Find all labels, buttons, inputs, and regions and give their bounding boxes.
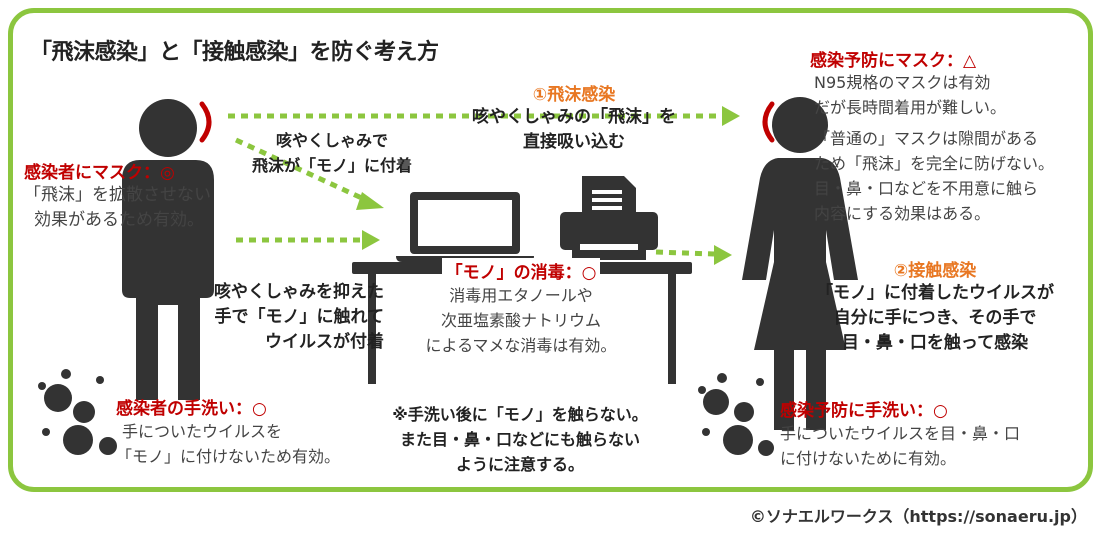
droplet-heading: ①飛沫感染 (532, 85, 616, 105)
infected-handwash-line-1: 手についたウイルスを (122, 422, 283, 441)
virus-droplets-icon (38, 369, 117, 455)
page-title: 「飛沫感染」と「接触感染」を防ぐ考え方 (30, 40, 439, 65)
object-disinfect-label: 「モノ」の消毒：○ 消毒用エタノールや 次亜塩素酸ナトリウム によるマメな消毒は… (396, 258, 646, 358)
prevent-mask-line-3: 「普通の」マスクは隙間がある (814, 129, 1039, 148)
contact-heading: ②接触感染 (893, 261, 977, 281)
prevent-handwash-label: 感染予防に手洗い：○ 手についたウイルスを目・鼻・口 に付けないために有効。 (780, 396, 1020, 471)
arrow-cough-to-laptop (234, 137, 368, 203)
infected-mask-label: 感染者にマスク：◎ 「飛沫」を拡散させない 効果があるため有効。 (24, 158, 211, 233)
infected-handwash-line-2: 「モノ」に付けないため有効。 (116, 447, 341, 466)
woman-figure-icon (742, 97, 858, 430)
note-label: ※手洗い後に「モノ」を触らない。 また目・鼻・口などにも触らない ように注意する… (370, 402, 670, 477)
cough-line-2: 飛沫が「モノ」に付着 (251, 156, 412, 175)
prevent-mask-line-5: 目・鼻・口などを不用意に触ら (814, 179, 1039, 198)
infected-handwash-label: 感染者の手洗い：○ 手についたウイルスを 「モノ」に付けないため有効。 (116, 394, 340, 469)
note-line-1: ※手洗い後に「モノ」を触らない。 (392, 405, 648, 424)
prevent-mask-line-2: だが長時間着用が難しい。 (814, 98, 1007, 117)
infected-mask-heading: 感染者にマスク：◎ (24, 163, 175, 183)
infected-mask-line-2: 効果があるため有効。 (34, 210, 204, 230)
note-line-2: また目・鼻・口などにも触らない (399, 430, 640, 449)
prevent-mask-body: N95規格のマスクは有効 だが長時間着用が難しい。 「普通の」マスクは隙間がある… (814, 70, 1054, 226)
prevent-mask-heading: 感染予防にマスク：△ (810, 51, 977, 71)
printer-icon (560, 176, 658, 260)
prevent-handwash-heading: 感染予防に手洗い：○ (780, 401, 948, 421)
object-disinfect-line-2: 次亜塩素酸ナトリウム (440, 311, 601, 330)
droplet-line-2: 直接吸い込む (523, 132, 625, 152)
prevent-mask-line-1: N95規格のマスクは有効 (814, 73, 991, 92)
object-disinfect-line-1: 消毒用エタノールや (449, 286, 593, 305)
cough-line-1: 咳やくしゃみで (275, 131, 388, 150)
arrow-heads (356, 106, 740, 265)
prevent-mask-line-6: 内容にする効果はある。 (814, 204, 991, 223)
man-figure-icon (122, 99, 214, 400)
infected-mask-line-1: 「飛沫」を拡散させない (24, 185, 211, 205)
laptop-icon (396, 192, 534, 262)
cough-arc-icon (199, 101, 212, 143)
arrows (228, 113, 722, 257)
virus-droplets-right-icon (698, 373, 774, 456)
object-disinfect-heading: 「モノ」の消毒：○ (441, 258, 601, 283)
copyright-credit: ©ソナエルワークス（https://sonaeru.jp） (749, 507, 1087, 526)
contact-line-1: 「モノ」に付着したウイルスが (816, 283, 1054, 303)
contact-line-2: 自分に手につき、その手で (833, 308, 1037, 328)
arrow-printer-to-woman (655, 249, 715, 257)
hand-cover-line-1: 咳やくしゃみを抑えた (214, 282, 384, 302)
note-line-3: ように注意する。 (455, 455, 584, 474)
hand-cover-label: 咳やくしゃみを抑えた 手で「モノ」に触れて ウイルスが付着 (176, 280, 384, 355)
infected-handwash-heading: 感染者の手洗い：○ (116, 399, 267, 419)
prevent-handwash-line-2: に付けないために有効。 (780, 449, 957, 468)
hand-cover-line-3: ウイルスが付着 (265, 332, 384, 352)
cough-to-object-label: 咳やくしゃみで 飛沫が「モノ」に付着 (232, 128, 432, 178)
droplet-infection-label: ①飛沫感染 咳やくしゃみの「飛沫」を 直接吸い込む (424, 80, 724, 155)
object-disinfect-line-3: によるマメな消毒は有効。 (425, 336, 617, 355)
mask-arc-icon (762, 101, 775, 143)
contact-line-3: 目・鼻・口を触って感染 (841, 333, 1029, 353)
prevent-mask-label: 感染予防にマスク：△ (810, 46, 976, 71)
prevent-mask-line-4: ため「飛沫」を完全に防げない。 (814, 154, 1055, 173)
droplet-line-1: 咳やくしゃみの「飛沫」を (472, 107, 676, 127)
prevent-handwash-line-1: 手についたウイルスを目・鼻・口 (780, 424, 1021, 443)
hand-cover-line-2: 手で「モノ」に触れて (214, 307, 385, 327)
contact-infection-label: ②接触感染 「モノ」に付着したウイルスが 自分に手につき、その手で 目・鼻・口を… (800, 256, 1070, 356)
